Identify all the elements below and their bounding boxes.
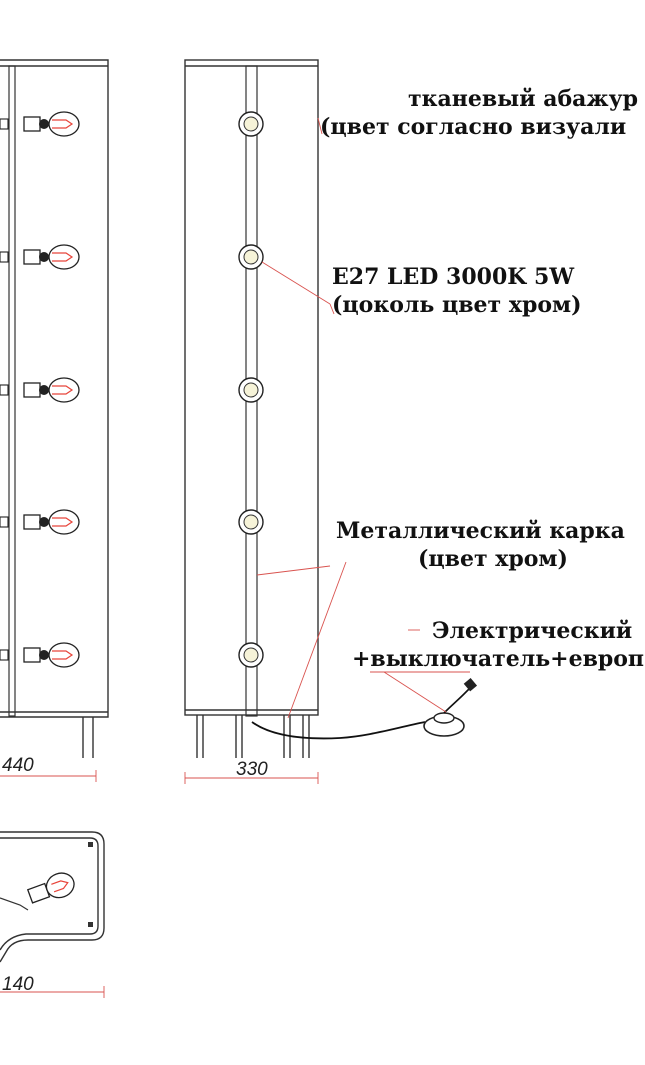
bracket-icon — [0, 649, 9, 661]
top-view-bracket — [0, 897, 29, 911]
frame-label-line2: (цвет хром) — [418, 546, 568, 572]
side-bulb-inner-icon — [243, 382, 259, 398]
socket-base-icon — [39, 517, 49, 527]
frame-leader-line-2 — [287, 561, 347, 719]
top-view-fixing-mark — [88, 922, 93, 927]
top-view: 140 — [0, 831, 105, 998]
bracket-icon — [0, 118, 9, 130]
socket-icon — [23, 514, 41, 530]
bulb-icon — [48, 244, 80, 270]
side-bulb-inner-icon — [243, 514, 259, 530]
socket-base-icon — [39, 385, 49, 395]
shade-label-line1: тканевый абажур — [408, 86, 638, 112]
top-view-outline — [0, 831, 105, 963]
side-bulb-inner-icon — [243, 116, 259, 132]
front-view-bulbs — [0, 111, 80, 668]
socket-icon — [23, 116, 41, 132]
socket-base-icon — [39, 252, 49, 262]
front-view-frame-rod — [8, 65, 16, 717]
side-view-shade — [184, 59, 319, 716]
socket-icon — [23, 647, 41, 663]
filament-icon — [52, 252, 74, 262]
side-bulb-inner-icon — [243, 647, 259, 663]
socket-icon — [23, 382, 41, 398]
bracket-icon — [0, 251, 9, 263]
front-view-shade — [0, 59, 109, 718]
bulb-label-line2: (цоколь цвет хром) — [332, 292, 582, 318]
bulb-leader-tail — [329, 303, 335, 315]
power-cord — [251, 721, 426, 740]
side-view: 330 — [184, 59, 478, 784]
front-view: 440 — [0, 59, 109, 782]
bulb-label-line1: E27 LED 3000K 5W — [332, 264, 574, 290]
bulb-icon — [48, 111, 80, 137]
electric-leader-line — [383, 671, 447, 713]
bracket-icon — [0, 384, 9, 396]
frame-label-line1: Металлический карка — [336, 518, 625, 544]
filament-icon — [52, 517, 74, 527]
socket-base-icon — [39, 650, 49, 660]
side-bulb-inner-icon — [243, 249, 259, 265]
top-view-bulb-icon — [45, 872, 75, 899]
frame-leader-line — [256, 565, 331, 576]
bracket-icon — [0, 516, 9, 528]
top-width-dimension: 140 — [2, 974, 34, 995]
bulb-icon — [48, 377, 80, 403]
filament-icon — [52, 119, 74, 129]
bulb-icon — [48, 642, 80, 668]
top-view-filament-icon — [51, 880, 69, 893]
side-width-dimension: 330 — [236, 759, 268, 780]
filament-icon — [52, 650, 74, 660]
socket-icon — [23, 249, 41, 265]
euro-plug-icon — [463, 677, 478, 692]
top-view-bulb — [26, 872, 75, 904]
side-view-bulbs — [238, 111, 264, 668]
bulb-leader-line — [261, 261, 331, 305]
front-width-dimension: 440 — [2, 755, 34, 776]
electric-label-line1: Электрический — [432, 618, 632, 644]
foot-switch-button-icon — [433, 712, 455, 724]
shade-leader-line — [317, 117, 323, 135]
electric-label-line2: +выключатель+европ — [352, 646, 644, 672]
top-view-fixing-mark — [88, 842, 93, 847]
socket-base-icon — [39, 119, 49, 129]
plug-cord — [443, 687, 471, 714]
shade-label-line2: (цвет согласно визуали — [320, 114, 626, 140]
bulb-icon — [48, 509, 80, 535]
callouts: тканевый абажур (цвет согласно визуали E… — [256, 86, 644, 719]
top-view-inner-outline — [0, 837, 99, 951]
filament-icon — [52, 385, 74, 395]
